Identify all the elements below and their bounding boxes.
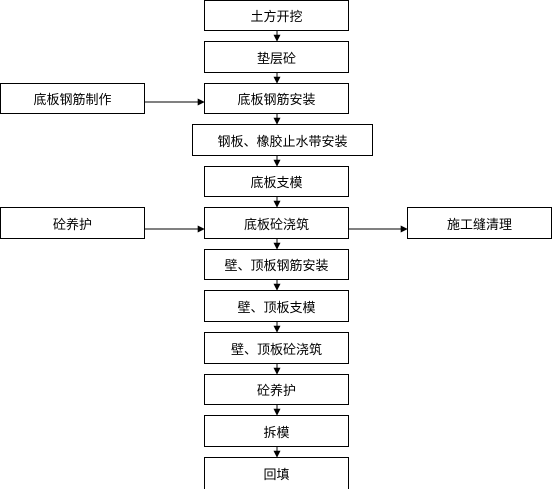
step-wall-roof-formwork: 壁、顶板支模 — [204, 290, 349, 322]
side-concrete-curing: 砼养护 — [0, 207, 145, 239]
step-slab-formwork: 底板支模 — [204, 166, 349, 197]
step-wall-roof-pouring: 壁、顶板砼浇筑 — [204, 332, 349, 364]
side-rebar-fabrication: 底板钢筋制作 — [0, 83, 145, 114]
step-concrete-curing: 砼养护 — [204, 374, 349, 405]
step-earth-excavation: 土方开挖 — [204, 0, 349, 31]
step-slab-rebar-install: 底板钢筋安装 — [204, 83, 349, 114]
step-cushion-concrete: 垫层砼 — [204, 41, 349, 73]
step-formwork-removal: 拆模 — [204, 415, 349, 447]
step-slab-pouring: 底板砼浇筑 — [204, 207, 349, 239]
step-wall-roof-rebar: 壁、顶板钢筋安装 — [204, 249, 349, 280]
step-waterstop-install: 钢板、橡胶止水带安装 — [192, 124, 373, 156]
side-joint-cleaning: 施工缝清理 — [407, 207, 552, 239]
step-backfill: 回填 — [204, 457, 349, 489]
